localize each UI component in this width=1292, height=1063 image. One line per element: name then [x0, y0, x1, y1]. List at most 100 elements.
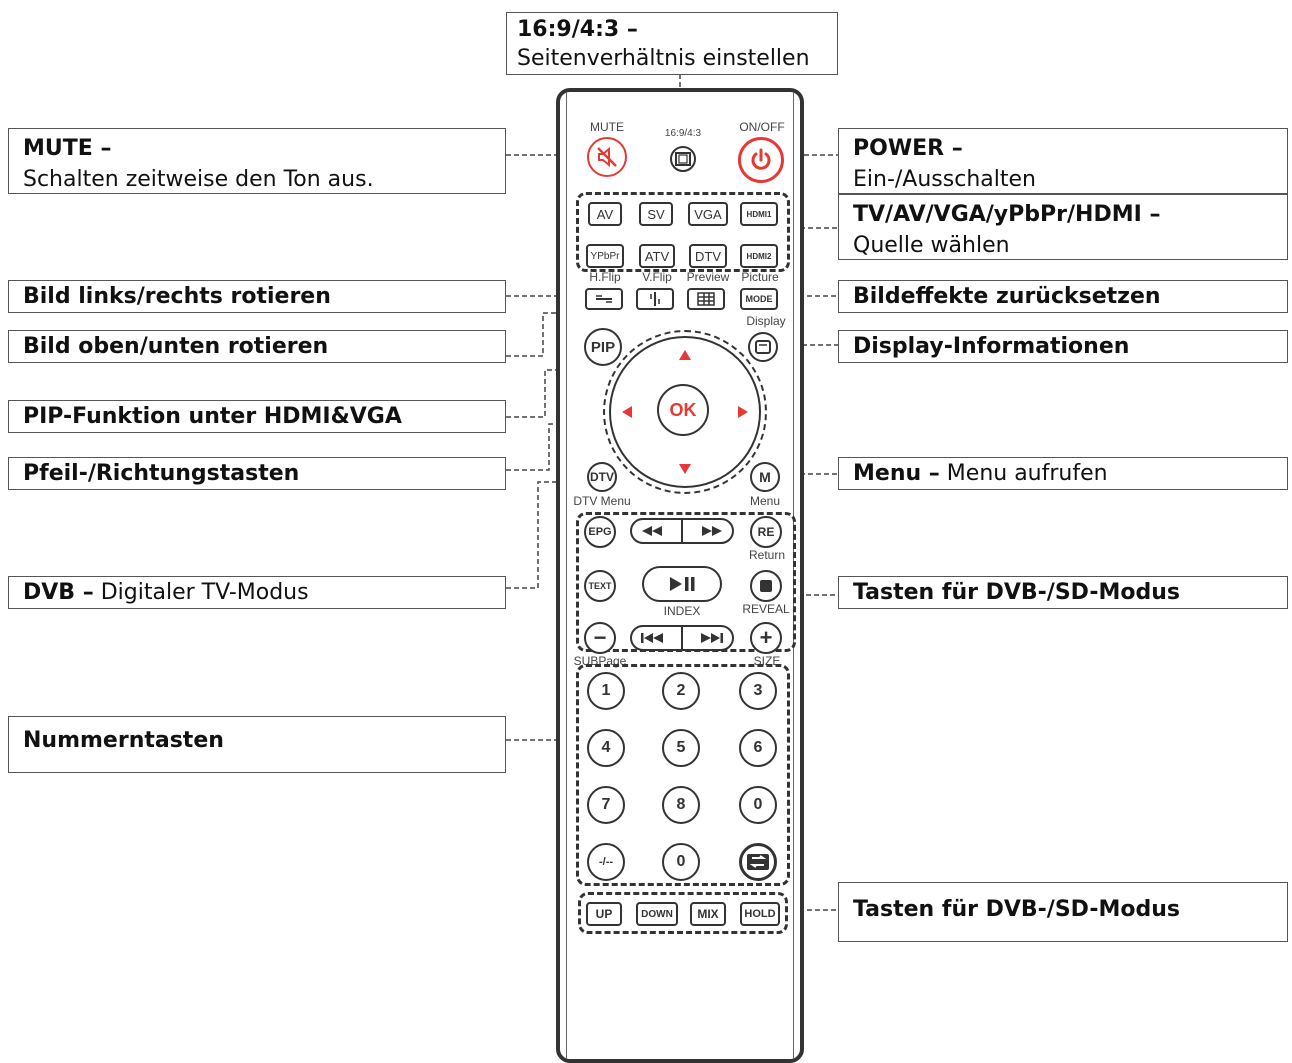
hflip-button[interactable] [585, 288, 623, 310]
text-button[interactable]: TEXT [584, 570, 616, 602]
digit-button-0[interactable]: 0 [662, 843, 700, 881]
source-button-av[interactable]: AV [588, 202, 622, 226]
callout-dvbkeys1: Tasten für DVB-/SD-Modus [838, 576, 1288, 609]
ok-button[interactable]: OK [657, 384, 709, 436]
callout-aspect: 16:9/4:3 – Seitenverhältnis einstellen [506, 12, 838, 75]
label-reveal: REVEAL [742, 602, 790, 616]
label-index: INDEX [663, 604, 701, 618]
source-button-group [576, 192, 790, 272]
digit-button-1[interactable]: 1 [587, 672, 625, 710]
label-preview: Preview [686, 270, 730, 284]
mix-button[interactable]: MIX [690, 902, 726, 926]
callout-dvbkeys2-title: Tasten für DVB-/SD-Modus [853, 897, 1180, 922]
callout-dvbkeys2: Tasten für DVB-/SD-Modus [838, 882, 1288, 942]
preview-button[interactable] [687, 288, 725, 310]
menu-button[interactable]: M [750, 462, 780, 492]
stop-button[interactable] [750, 570, 782, 602]
callout-menu-text: Menu aufrufen [946, 461, 1108, 486]
digit-button-5[interactable]: 5 [662, 729, 700, 767]
vertical-flip-icon [650, 292, 660, 306]
callout-pip: PIP-Funktion unter HDMI&VGA [8, 400, 506, 433]
callout-hflip: Bild links/rechts rotieren [8, 280, 506, 313]
rocker-divider [681, 520, 683, 542]
callout-dvb-text: Digitaler TV-Modus [100, 580, 309, 605]
label-vflip: V.Flip [642, 270, 672, 284]
skip-next-icon[interactable] [700, 632, 724, 644]
mode-button[interactable]: MODE [740, 288, 778, 310]
arrow-left-icon [622, 406, 632, 418]
digit-entry-button[interactable]: -/-- [587, 843, 625, 881]
callout-mute-text: Schalten zeitweise den Ton aus. [23, 167, 374, 192]
callout-dvb: DVB – Digitaler TV-Modus [8, 576, 506, 609]
epg-button[interactable]: EPG [584, 516, 616, 548]
callout-aspect-title: 16:9/4:3 – [517, 17, 638, 42]
minus-button[interactable]: − [584, 622, 616, 654]
label-picture: Picture [741, 270, 779, 284]
label-hflip: H.Flip [589, 270, 621, 284]
arrow-right-icon [738, 406, 748, 418]
rewind-icon[interactable] [641, 525, 663, 537]
up-button[interactable]: UP [586, 902, 622, 926]
pip-button[interactable]: PIP [584, 328, 622, 366]
digit-button-6[interactable]: 6 [739, 729, 777, 767]
label-menu: Menu [749, 494, 781, 508]
down-button[interactable]: DOWN [636, 902, 678, 926]
arrow-up-icon [679, 350, 691, 360]
label-onoff: ON/OFF [739, 120, 785, 134]
plus-button[interactable]: + [750, 622, 782, 654]
callout-power-title: POWER – [853, 136, 963, 161]
dtv-button[interactable]: DTV [587, 462, 617, 492]
callout-dvb-title: DVB – [23, 580, 94, 605]
callout-menu-title: Menu – [853, 461, 940, 486]
return-button[interactable]: RE [750, 516, 782, 548]
swap-button[interactable] [739, 843, 777, 881]
hold-button[interactable]: HOLD [740, 902, 780, 926]
callout-vflip: Bild oben/unten rotieren [8, 330, 506, 363]
arrow-right-button[interactable] [730, 397, 756, 427]
label-return: Return [748, 548, 786, 562]
callout-pip-title: PIP-Funktion unter HDMI&VGA [23, 404, 402, 429]
callout-mute: MUTE – Schalten zeitweise den Ton aus. [8, 128, 506, 194]
play-pause-button[interactable] [642, 566, 722, 602]
callout-numbers: Nummerntasten [8, 716, 506, 773]
callout-display-title: Display-Informationen [853, 334, 1130, 359]
swap-icon [747, 854, 769, 870]
source-button-atv[interactable]: ATV [639, 244, 675, 268]
power-icon [751, 148, 771, 170]
digit-button-7[interactable]: 7 [587, 786, 625, 824]
display-button[interactable] [748, 332, 778, 362]
power-button[interactable] [738, 137, 784, 183]
mute-button[interactable] [587, 137, 627, 177]
display-info-icon [755, 340, 771, 354]
speaker-muted-icon [597, 146, 617, 168]
source-button-hdmi1[interactable]: HDMI1 [740, 202, 778, 226]
digit-button-3[interactable]: 3 [739, 672, 777, 710]
source-button-ypbpr[interactable]: YPbPr [586, 244, 624, 268]
arrow-left-button[interactable] [614, 397, 640, 427]
skip-rocker [630, 625, 734, 651]
source-button-dtv[interactable]: DTV [689, 244, 727, 268]
skip-previous-icon[interactable] [640, 632, 664, 644]
source-button-hdmi2[interactable]: HDMI2 [740, 244, 778, 268]
digit-button-9[interactable]: 0 [739, 786, 777, 824]
navigation-pad-dashed-ring [603, 330, 767, 494]
teletext-button-group [578, 892, 788, 934]
vflip-button[interactable] [636, 288, 674, 310]
source-button-vga[interactable]: VGA [688, 202, 728, 226]
preview-grid-icon [697, 292, 715, 306]
fast-forward-icon[interactable] [701, 525, 723, 537]
source-button-sv[interactable]: SV [639, 202, 673, 226]
callout-arrows: Pfeil-/Richtungstasten [8, 457, 506, 490]
label-mute: MUTE [590, 120, 624, 134]
callout-source-title: TV/AV/VGA/yPbPr/HDMI – [853, 202, 1161, 227]
arrow-down-button[interactable] [670, 456, 700, 482]
digit-button-8[interactable]: 8 [662, 786, 700, 824]
callout-source-text: Quelle wählen [853, 233, 1010, 258]
digit-button-2[interactable]: 2 [662, 672, 700, 710]
aspect-button[interactable] [670, 146, 696, 172]
callout-aspect-text: Seitenverhältnis einstellen [517, 46, 810, 71]
digit-button-4[interactable]: 4 [587, 729, 625, 767]
callout-power: POWER – Ein-/Ausschalten [838, 128, 1288, 194]
navigation-pad [609, 336, 761, 488]
arrow-up-button[interactable] [670, 342, 700, 368]
